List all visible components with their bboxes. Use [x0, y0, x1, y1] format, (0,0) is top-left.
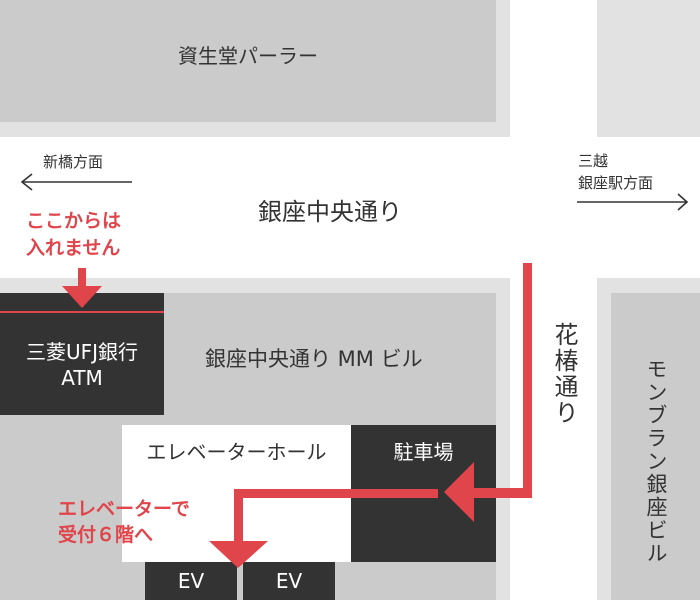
- elevator-note-line1: エレベーターで: [58, 498, 190, 520]
- mufg-atm-label-line2: ATM: [61, 366, 103, 390]
- no-entry-note-line1: ここからは: [26, 210, 122, 232]
- shinbashi-direction-label: 新橋方面: [43, 153, 104, 171]
- mufg-atm-box: [0, 293, 164, 415]
- no-entry-note-line2: 入れません: [26, 237, 121, 259]
- shiseido-parlour-label: 資生堂パーラー: [178, 44, 318, 68]
- elevator-hall-label: エレベーターホール: [146, 440, 327, 464]
- elevator-route-arrow-icon: [209, 489, 438, 568]
- ev-right-label: EV: [275, 569, 303, 593]
- mitsukoshi-direction-line2: 銀座駅方面: [578, 174, 654, 192]
- mufg-atm-label-line1: 三菱UFJ銀行: [25, 340, 139, 364]
- mitsukoshi-arrow-icon: [577, 193, 689, 211]
- route-arrow-icon: [444, 263, 532, 522]
- no-entry-arrow-icon: [62, 268, 102, 308]
- ginza-chuo-street-label: 銀座中央通り: [258, 198, 402, 226]
- monbran-building: [611, 293, 700, 600]
- mitsukoshi-direction-line1: 三越: [578, 152, 609, 170]
- top-right-block: [597, 0, 700, 137]
- parking-label: 駐車場: [393, 440, 454, 464]
- ev-left-box: [145, 562, 237, 600]
- mm-building-label: 銀座中央通り MM ビル: [205, 347, 423, 371]
- monbran-building-label: モンブラン銀座ビル: [644, 358, 668, 565]
- ev-left-label: EV: [177, 569, 205, 593]
- ev-right-box: [243, 562, 335, 600]
- tsubaki-street-label: 花椿通り: [550, 322, 578, 426]
- elevator-note-line2: 受付６階へ: [58, 524, 154, 546]
- atm-entrance-line: [0, 311, 164, 313]
- shiseido-parlour-building: [0, 0, 496, 122]
- shinbashi-arrow-icon: [20, 173, 132, 191]
